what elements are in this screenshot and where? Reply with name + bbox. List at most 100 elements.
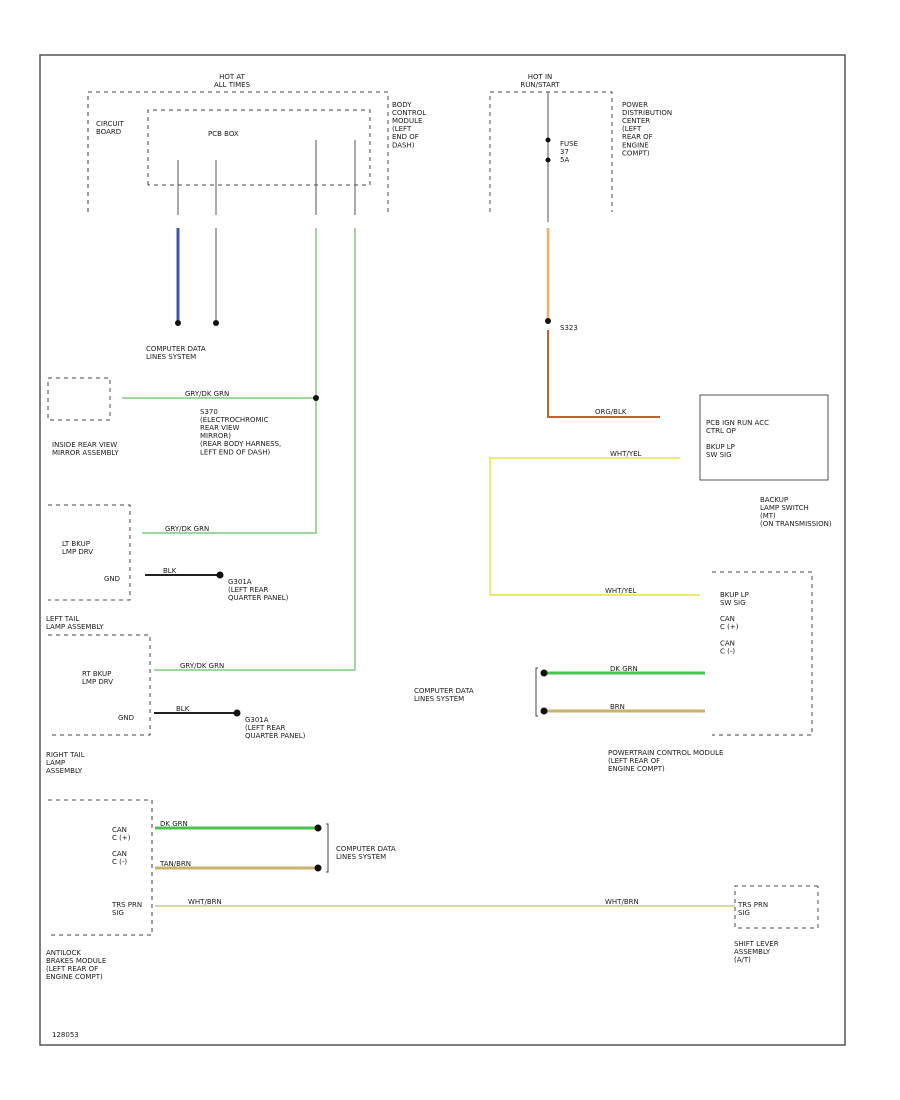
text-line: REAR VIEW	[200, 424, 239, 432]
text-line: BOARD	[96, 128, 121, 136]
gnd-label: GND	[104, 575, 120, 583]
text-line: LAMP	[46, 759, 65, 767]
text-line: ENGINE COMPT)	[46, 973, 103, 981]
wire-label: BRN	[610, 703, 625, 711]
wire-label: TAN/BRN	[159, 860, 191, 868]
text-line: (A/T)	[734, 956, 751, 964]
bcm-pins	[177, 140, 356, 215]
text-line: RUN/START	[520, 81, 560, 89]
text-line: CTRL OP	[706, 427, 736, 435]
connector-dot	[540, 669, 548, 677]
text-line: QUARTER PANEL)	[228, 594, 289, 602]
splice-dot	[545, 318, 551, 324]
text-line	[706, 435, 708, 443]
text-line: (LEFT REAR OF	[608, 757, 660, 765]
text-line	[112, 842, 114, 850]
wire-label: BLK	[163, 567, 177, 575]
text-line: ENGINE COMPT)	[608, 765, 665, 773]
text-line: CENTER	[622, 117, 650, 125]
bcm-dashed-box	[87, 91, 389, 212]
text-line: REAR OF	[622, 133, 653, 141]
text-line: C (-)	[720, 647, 735, 655]
backup-switch-box	[699, 394, 829, 481]
connector-dot	[314, 864, 322, 872]
text-line: (LEFT	[622, 125, 642, 133]
text-line: COMPT)	[622, 149, 650, 157]
text-line: CAN	[720, 615, 735, 623]
splice-s370-dot	[313, 395, 319, 401]
left-tail-dashed-box	[48, 504, 131, 601]
ground-dot	[216, 571, 224, 579]
text-line: ASSEMBLY	[46, 767, 83, 775]
text-line: LMP DRV	[82, 678, 113, 686]
text-line: (LEFT	[392, 125, 412, 133]
text-line: SIG	[738, 909, 750, 917]
wire-label: GRY/DK GRN	[185, 390, 229, 398]
text-line: ASSEMBLY	[734, 948, 771, 956]
connector-dot	[314, 824, 322, 832]
pcb-box-label: PCB BOX	[208, 130, 239, 138]
text-line: CAN	[112, 850, 127, 858]
page-code: 128053	[52, 1031, 79, 1039]
text-line: ENGINE	[622, 141, 649, 149]
text-line: MIRROR)	[200, 432, 231, 440]
wire-label: DK GRN	[160, 820, 188, 828]
text-line: SIG	[112, 909, 124, 917]
right-tail-dashed-box	[48, 634, 151, 736]
text-line: SW SIG	[720, 599, 746, 607]
wire-label: ORG/BLK	[595, 408, 627, 416]
text-line: LMP DRV	[62, 548, 93, 556]
wire-label: GRY/DK GRN	[165, 525, 209, 533]
text-line: CAN	[720, 639, 735, 647]
wire-yellow	[489, 457, 700, 596]
wire-orange-relay	[547, 330, 660, 418]
text-line: BKUP LP	[706, 443, 735, 451]
text-line: LAMP SWITCH	[760, 504, 809, 512]
wire-label: WHT/YEL	[605, 587, 637, 595]
wire-label: DK GRN	[610, 665, 638, 673]
text-line: SW SIG	[706, 451, 732, 459]
fuse-terminal	[545, 157, 551, 163]
abs-dashed-box	[48, 799, 153, 936]
text-line: MODULE	[392, 117, 422, 125]
fuse-terminal	[545, 137, 551, 143]
text-line: DISTRIBUTION	[622, 109, 672, 117]
connector-dot	[540, 707, 548, 715]
text-line: DASH)	[392, 141, 415, 149]
text-line: (REAR BODY HARNESS,	[200, 440, 281, 448]
text-line: C (+)	[720, 623, 739, 631]
text-line: QUARTER PANEL)	[245, 732, 306, 740]
wire-label: GRY/DK GRN	[180, 662, 224, 670]
text-line: (ELECTROCHROMIC	[200, 416, 269, 424]
text-line: LINES SYSTEM	[336, 853, 386, 861]
wire-label: WHT/BRN	[188, 898, 222, 906]
ground-dot	[233, 709, 241, 717]
text-line: CONTROL	[392, 109, 426, 117]
pcm-dashed-box	[712, 571, 813, 736]
text-line: 37	[560, 148, 569, 156]
connector-dot	[175, 320, 181, 326]
splice-label: S323	[560, 324, 578, 332]
text-line: LAMP ASSEMBLY	[46, 623, 104, 631]
pcb-dashed-box	[147, 109, 371, 186]
gnd-label: GND	[118, 714, 134, 722]
wire-label: BLK	[176, 705, 190, 713]
